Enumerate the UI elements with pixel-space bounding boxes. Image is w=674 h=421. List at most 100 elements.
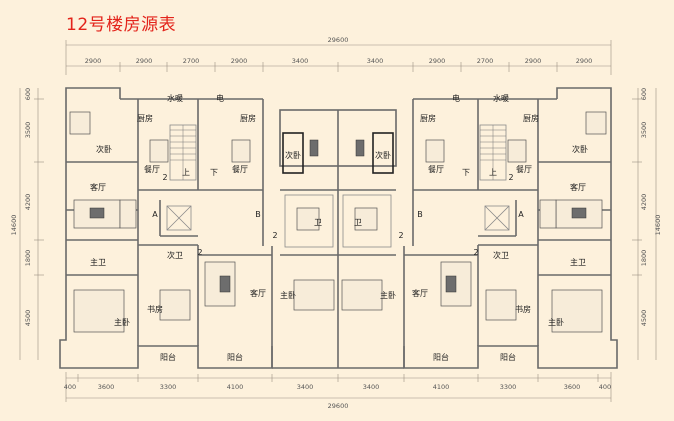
second-bath-label: 次卫 [167,250,183,260]
bath-label: 卫 [354,218,362,227]
room-labels-right: 水暖 电 厨房 厨房 次卧 餐厅 餐厅 客厅 A B 主卫 次卫 书房 客厅 主… [398,93,588,362]
unit-b-label: B [417,210,423,219]
floor-mark: 2 [197,248,202,257]
study-label: 书房 [515,304,531,314]
second-bath-label: 次卫 [493,250,509,260]
bottom-dim-7: 4100 [433,383,450,391]
balcony-label: 阳台 [433,352,449,362]
dining-label: 餐厅 [144,165,160,174]
main-bath-label: 主卫 [90,257,106,267]
top-dim-3: 2700 [183,57,200,65]
unit-a-label: A [152,210,158,219]
balcony-label: 阳台 [500,352,516,362]
stair-down-label: 下 [462,168,470,177]
living-label: 客厅 [250,288,266,298]
bottom-dim-5: 3400 [297,383,314,391]
bottom-dim-10: 400 [599,383,611,391]
top-dim-9: 2900 [525,57,542,65]
bottom-dim-3: 3300 [160,383,177,391]
water-heat-label: 水暖 [493,93,509,103]
study-label: 书房 [147,304,163,314]
water-heat-label: 水暖 [167,93,183,103]
dining-label: 餐厅 [232,165,248,174]
right-total-dim: 14600 [654,215,662,236]
center-bed-units [282,132,394,174]
bottom-dim-6: 3400 [363,383,380,391]
right-dim-3: 4200 [640,194,648,211]
dining-label: 餐厅 [428,165,444,174]
elec-label: 电 [216,93,224,103]
kitchen-label: 厨房 [240,113,256,123]
left-dim-5: 4500 [24,310,32,327]
left-dim-3: 4200 [24,194,32,211]
balcony-label: 阳台 [160,352,176,362]
room-labels-left: 水暖 电 厨房 厨房 次卧 餐厅 餐厅 客厅 A B 主卫 次卫 书房 客厅 主… [90,93,278,362]
bottom-dim-4: 4100 [227,383,244,391]
dining-label: 餐厅 [516,165,532,174]
bottom-dim-1: 400 [64,383,76,391]
floor-mark: 2 [398,231,403,240]
stairs-left [169,124,197,181]
master-bed-label: 主卧 [548,317,564,327]
master-bed-label: 主卧 [280,290,296,300]
living-label: 客厅 [90,182,106,192]
second-bed-label: 次卧 [285,150,301,160]
right-dimensions: 600 3500 4200 1800 4500 14600 [632,88,662,360]
left-dim-4: 1800 [24,250,32,267]
top-dim-6: 3400 [367,57,384,65]
second-bed-label: 次卧 [96,144,112,154]
top-dimensions: 29600 2900 2900 2700 2900 3400 3400 2900… [65,36,612,75]
floor-mark: 2 [272,231,277,240]
stair-up-label: 上 [489,168,497,177]
top-dim-10: 2900 [576,57,593,65]
floor-mark: 2 [508,173,513,182]
bottom-dim-9: 3600 [564,383,581,391]
elevator-left [166,205,192,231]
living-label: 客厅 [570,182,586,192]
unit-a-label: A [518,210,524,219]
master-bed-label: 主卧 [380,290,396,300]
stair-down-label: 下 [210,168,218,177]
top-dim-8: 2700 [477,57,494,65]
right-dim-4: 1800 [640,250,648,267]
page-title: 12号楼房源表 [66,15,177,35]
right-dim-1: 600 [640,88,648,100]
second-bed-label: 次卧 [572,144,588,154]
elevator-right [484,205,510,231]
floor-mark: 2 [473,248,478,257]
floor-mark: 2 [162,173,167,182]
left-dim-1: 600 [24,88,32,100]
bottom-dimensions: 400 3600 3300 4100 3400 3400 4100 3300 3… [64,372,612,410]
left-dimensions: 600 3500 4200 1800 4500 14600 [10,88,44,360]
main-bath-label: 主卫 [570,257,586,267]
room-labels-center: 次卧 次卧 卫 卫 主卧 主卧 [280,150,396,300]
bottom-dim-8: 3300 [500,383,517,391]
kitchen-label: 厨房 [420,113,436,123]
stairs-right [479,124,507,181]
kitchen-label: 厨房 [523,113,539,123]
bottom-dim-2: 3600 [98,383,115,391]
left-dim-2: 3500 [24,122,32,139]
bottom-total-dim: 29600 [328,402,349,410]
furniture [69,111,607,333]
left-total-dim: 14600 [10,215,18,236]
right-dim-2: 3500 [640,122,648,139]
top-dim-7: 2900 [429,57,446,65]
unit-b-label: B [255,210,261,219]
living-label: 客厅 [412,288,428,298]
bath-label: 卫 [314,218,322,227]
elec-label: 电 [452,93,460,103]
top-dim-4: 2900 [231,57,248,65]
second-bed-label: 次卧 [375,150,391,160]
top-dim-5: 3400 [292,57,309,65]
right-dim-5: 4500 [640,310,648,327]
master-bed-label: 主卧 [114,317,130,327]
kitchen-label: 厨房 [137,113,153,123]
stair-up-label: 上 [182,168,190,177]
top-dim-2: 2900 [136,57,153,65]
top-total-dim: 29600 [328,36,349,44]
balcony-label: 阳台 [227,352,243,362]
top-dim-1: 2900 [85,57,102,65]
